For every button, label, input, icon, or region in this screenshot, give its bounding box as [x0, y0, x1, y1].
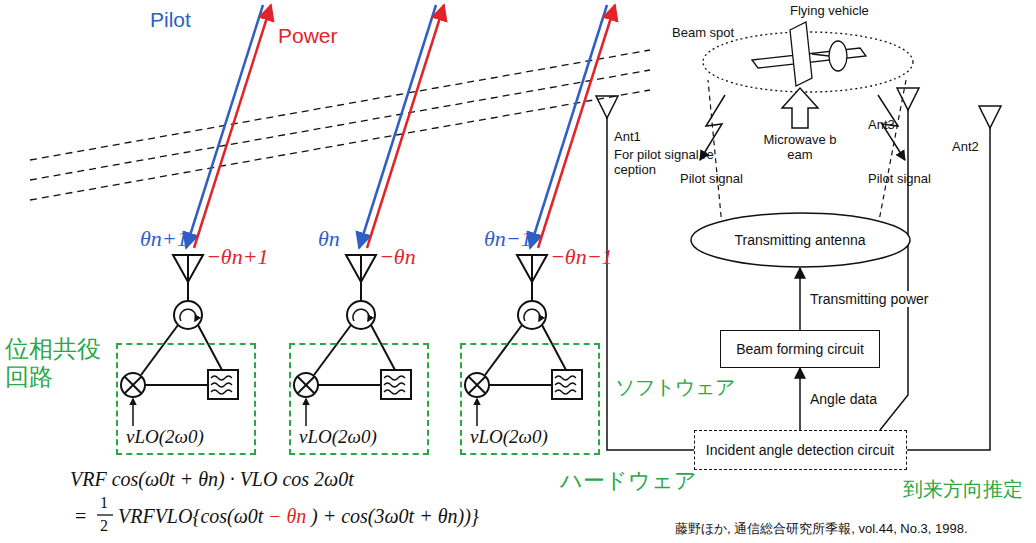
phase-label: θn−1: [484, 226, 532, 251]
drawing-part: [979, 106, 1001, 128]
drawing-part: [897, 88, 919, 110]
equation: VRFVLO{cos(ω0t: [118, 505, 263, 528]
equation: − θn: [268, 505, 306, 528]
drawing-part: [790, 22, 812, 86]
phase-conjugate-box: vLO(2ω0): [289, 343, 429, 455]
receive-antennas: [596, 88, 1001, 450]
phase-conjugate-box: vLO(2ω0): [116, 343, 256, 455]
antenna-name: Ant2: [952, 140, 979, 155]
antenna-chain: [465, 255, 582, 426]
drawing-part: [538, 5, 615, 248]
pilot-power-rays: [186, 5, 615, 248]
lo-signal: vLO(2ω0): [299, 426, 377, 448]
phase-conjugate-box: vLO(2ω0): [460, 343, 600, 455]
edge-label: Transmitting power: [808, 291, 931, 307]
doa-note: 到来方向推定: [903, 478, 1023, 501]
phase-label: −θn−1: [550, 244, 613, 269]
lo-signal: vLO(2ω0): [470, 426, 548, 448]
drawing-part: [367, 5, 444, 248]
drawing-part: [530, 5, 607, 248]
edge-label: Angle data: [808, 391, 879, 407]
drawing-part: [30, 50, 650, 160]
signal-name: Pilot signal: [868, 172, 931, 187]
drawing-part: [878, 80, 906, 226]
equation: ) + cos(3ω0t + θn))}: [311, 505, 479, 528]
equation: 1: [100, 494, 108, 512]
node-label: Transmitting antenna: [735, 232, 866, 248]
wavefronts: [30, 50, 650, 200]
signal-arrow: [799, 268, 801, 330]
drawing-part: [359, 5, 436, 248]
phase-label: −θn+1: [206, 244, 269, 269]
equation: =: [75, 505, 86, 528]
drawing-part: [194, 5, 271, 248]
hardware-note: ハードウェア: [560, 468, 697, 493]
part-name: Flying vehicle: [790, 4, 869, 19]
software-note: ソフトウェア: [615, 376, 735, 399]
signal-name: Microwave beam: [760, 133, 840, 163]
lo-signal: vLO(2ω0): [126, 426, 204, 448]
ellipse-outline: [691, 213, 910, 267]
part-name: Beam spot: [672, 26, 734, 41]
phase-label: θn+1: [140, 226, 188, 251]
citation: 藤野ほか, 通信総合研究所季報, vol.44, No.3, 1998.: [675, 522, 968, 537]
antenna-name: Ant1: [614, 130, 641, 145]
beam-cone: [708, 80, 906, 226]
drawing-part: [812, 54, 829, 56]
node-label: Beam forming circuit: [736, 341, 864, 357]
signal-name: Pilot: [150, 8, 191, 32]
drawing-part: [596, 96, 618, 118]
signal-name: Power: [278, 24, 338, 48]
signal-arrow: [799, 368, 801, 430]
note: For pilot signal reception: [614, 148, 719, 178]
process-box: Beam forming circuit: [720, 330, 880, 368]
transmitting-antenna: Transmitting antenna: [690, 212, 911, 268]
circuit-caption: 位相共役回路: [5, 335, 105, 390]
flying-vehicle: [752, 22, 866, 86]
microwave-beam-arrow: [782, 88, 818, 128]
drawing-part: [829, 41, 847, 71]
drawing-part: [30, 90, 650, 200]
drawing-part: [186, 5, 263, 248]
node-label: Incident angle detection circuit: [706, 442, 894, 458]
equation: 2: [100, 517, 108, 535]
signal-name: Pilot signal: [680, 172, 743, 187]
phase-label: θn: [318, 226, 340, 251]
fraction-bar: [97, 514, 113, 515]
phase-label: −θn: [379, 244, 416, 269]
equation: VRF cos(ω0t + θn) · VLO cos 2ω0t: [70, 468, 354, 491]
antenna-chain: [121, 255, 238, 426]
antenna-name: Ant3: [868, 118, 895, 133]
detection-box: Incident angle detection circuit: [694, 430, 907, 470]
antenna-chain: [294, 255, 411, 426]
drawing-part: [880, 110, 908, 430]
